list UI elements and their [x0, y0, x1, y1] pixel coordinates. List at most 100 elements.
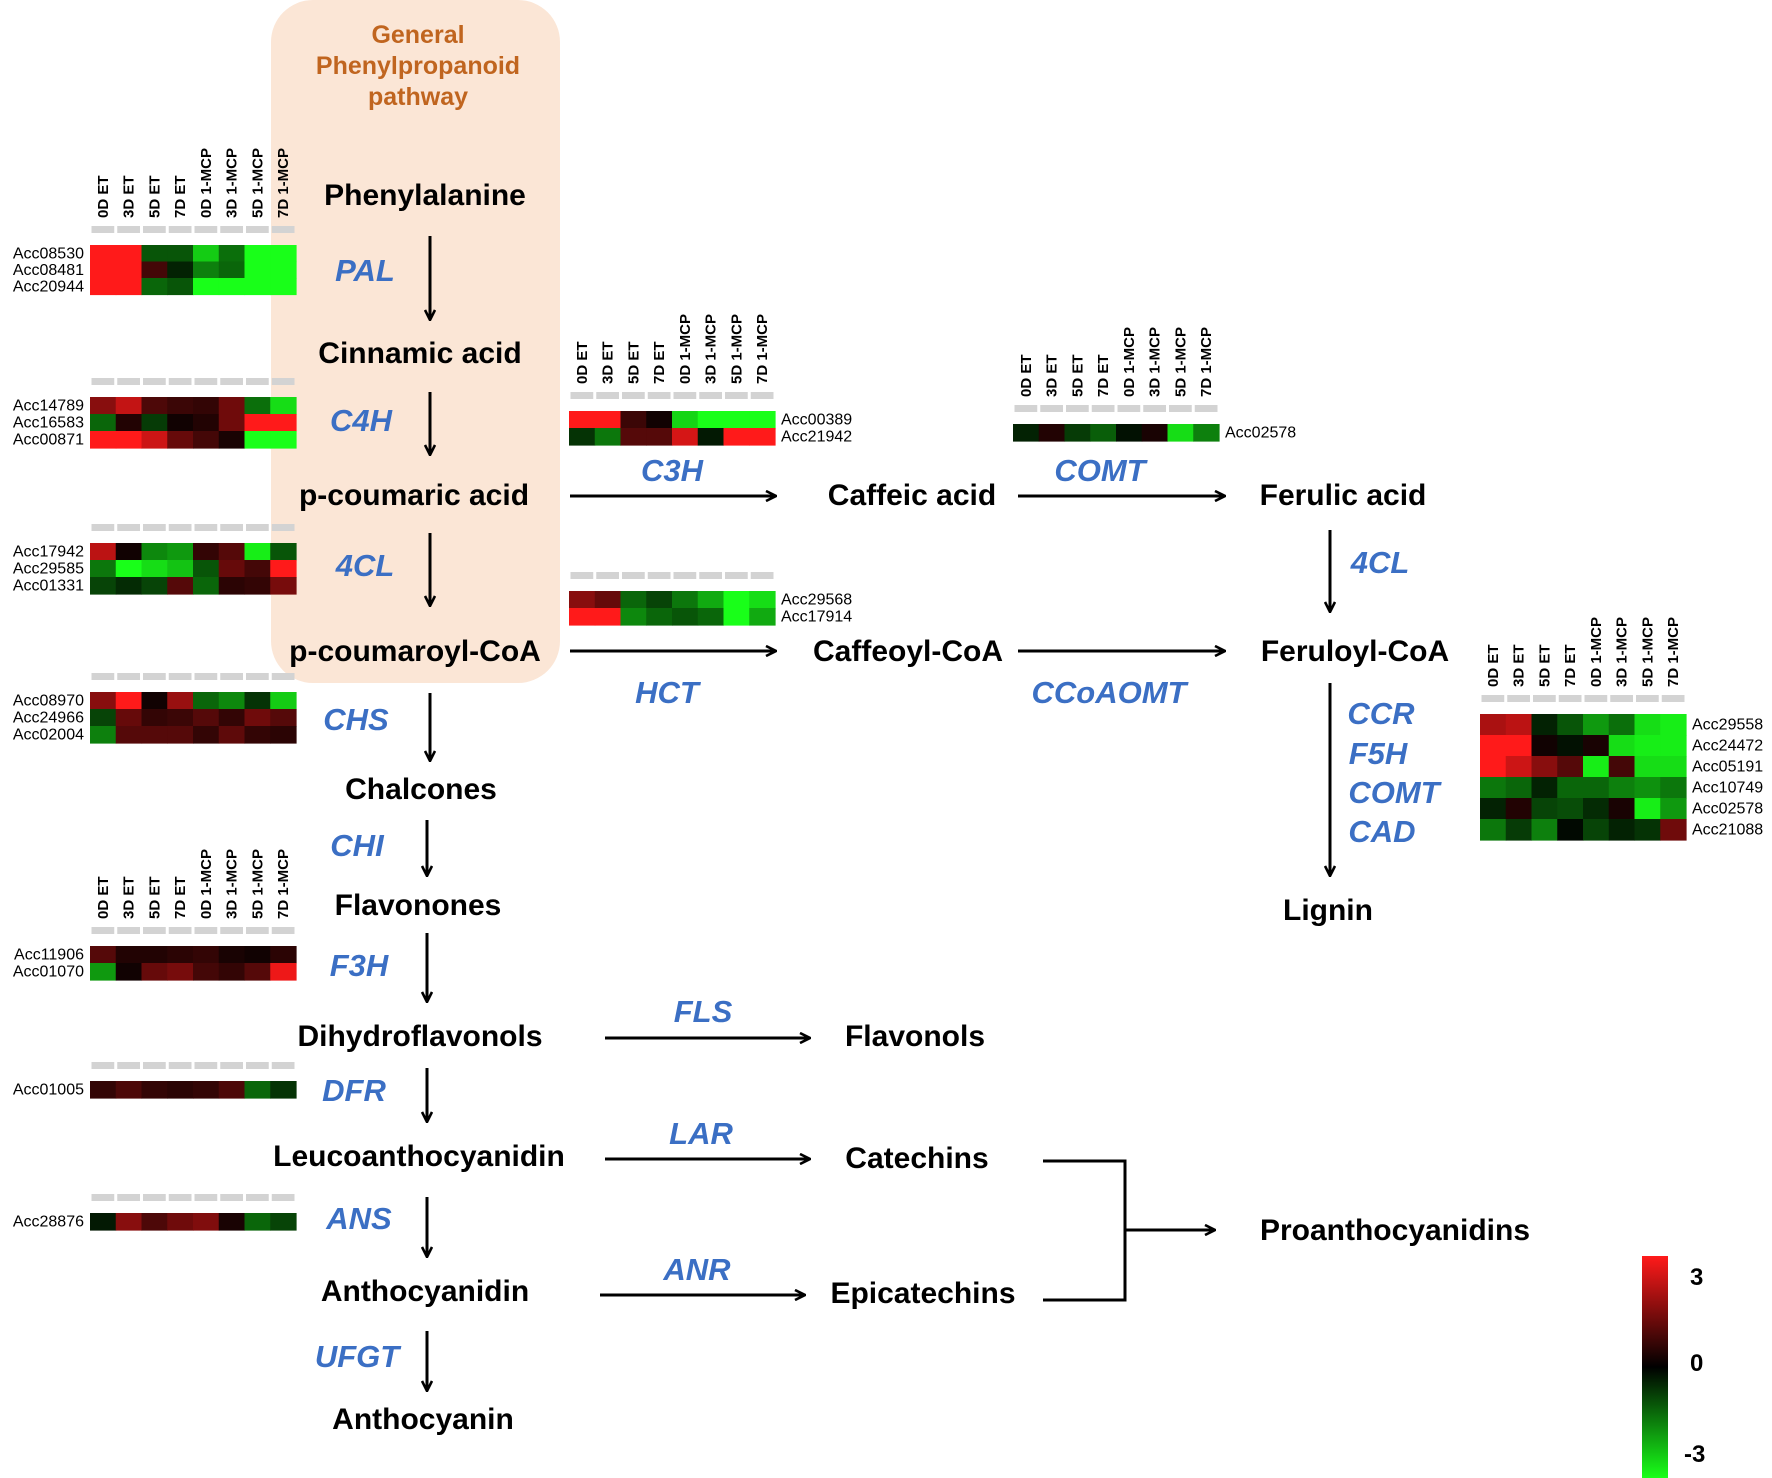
gene-label: Acc29585 — [13, 561, 84, 578]
heatmap-cell — [270, 414, 297, 432]
heatmap-cell — [244, 414, 271, 432]
heatmap-cell — [141, 946, 168, 964]
sample-strip — [220, 1194, 243, 1201]
heatmap-cell — [218, 946, 246, 964]
heatmap-dfr: Acc01005 — [13, 1062, 297, 1099]
compound-proanthocyanidins: Proanthocyanidins — [1260, 1214, 1530, 1247]
heatmap-cell — [620, 591, 647, 609]
sample-strip — [1584, 695, 1608, 702]
heatmap-cell — [1505, 819, 1533, 841]
sample-strip — [1091, 405, 1115, 412]
heatmap-cell — [193, 245, 220, 263]
heatmap-cell — [1608, 714, 1636, 736]
sample-strip — [271, 226, 295, 233]
sample-strip — [271, 927, 295, 934]
sample-strip — [596, 392, 619, 399]
heatmap-cell — [141, 577, 168, 595]
sample-strip — [168, 226, 192, 233]
sample-strip — [1014, 405, 1038, 412]
heatmap-cell — [1660, 798, 1687, 820]
heatmap-cell — [244, 1081, 271, 1099]
heatmap-cell — [167, 946, 194, 964]
sample-strip — [143, 1062, 166, 1069]
enzyme-c3h: C3H — [641, 453, 704, 488]
heatmap-cell — [141, 245, 168, 263]
gene-label: Acc11906 — [14, 947, 84, 964]
heatmap-cell — [167, 397, 194, 415]
sample-strip — [220, 1062, 243, 1069]
heatmap-cell — [1480, 756, 1507, 778]
heatmap-cell — [270, 709, 297, 727]
sample-strip — [246, 1194, 269, 1201]
heatmap-cell — [1608, 735, 1636, 757]
legend-max-label: 3 — [1690, 1264, 1703, 1291]
sample-column-label: 0D ET — [1018, 354, 1035, 397]
sample-strip — [220, 524, 243, 531]
heatmap-cell — [90, 261, 117, 279]
heatmap-cell — [270, 245, 297, 263]
heatmap-cell — [218, 543, 246, 561]
heatmap-cell — [167, 261, 194, 279]
heatmap-cell — [1608, 777, 1636, 799]
sample-column-label: 0D 1-MCP — [1121, 327, 1138, 397]
heatmap-cell — [115, 397, 143, 415]
sample-column-label: 5D 1-MCP — [1172, 327, 1189, 397]
heatmap-cell — [167, 560, 194, 578]
heatmap-cell — [244, 278, 271, 296]
sample-column-label: 3D 1-MCP — [1147, 327, 1164, 397]
sample-column-label: 0D 1-MCP — [198, 849, 215, 919]
gene-label: Acc00871 — [13, 432, 84, 449]
sample-column-label: 0D 1-MCP — [1588, 617, 1605, 687]
sample-strip — [271, 378, 295, 385]
compound-feruloyl-coa: Feruloyl-CoA — [1261, 635, 1449, 668]
compound-caffeoyl-coa: Caffeoyl-CoA — [813, 635, 1003, 668]
heatmap-cell — [90, 543, 117, 561]
heatmap-cell — [167, 245, 194, 263]
sample-column-label: 7D ET — [172, 175, 189, 218]
sample-column-label: 0D ET — [95, 876, 112, 919]
heatmap-cell — [244, 946, 271, 964]
heatmap-cell — [218, 245, 246, 263]
sample-strip — [1507, 695, 1530, 702]
sample-strip — [1610, 695, 1633, 702]
heatmap-cell — [90, 245, 117, 263]
heatmap-cell — [115, 543, 143, 561]
heatmap-cell — [90, 577, 117, 595]
sample-strip — [143, 378, 166, 385]
sample-column-label: 3D 1-MCP — [224, 849, 241, 919]
heatmap-cell — [1583, 798, 1610, 820]
heatmap-cell — [90, 726, 117, 744]
enzyme-4cl-ferulic: 4CL — [1350, 545, 1410, 580]
heatmap-cell — [244, 1213, 271, 1231]
heatmap-cell — [620, 608, 647, 626]
heatmap-cell — [1660, 714, 1687, 736]
sample-column-label: 0D 1-MCP — [677, 314, 694, 384]
heatmap-cell — [90, 397, 117, 415]
sample-strip — [1169, 405, 1192, 412]
bracket-cat-epi — [1043, 1159, 1127, 1302]
heatmap-cell — [244, 543, 271, 561]
heatmap-cell — [569, 608, 596, 626]
compound-catechins: Catechins — [845, 1142, 988, 1175]
compound-dihydroflavonols: Dihydroflavonols — [297, 1020, 542, 1053]
heatmap-cell — [193, 414, 220, 432]
heatmap-cell — [723, 608, 750, 626]
heatmap-cell — [244, 560, 271, 578]
heatmap-cell — [167, 543, 194, 561]
sample-column-label: 3D 1-MCP — [1614, 617, 1631, 687]
heatmap-cell — [244, 726, 271, 744]
sample-strip — [117, 927, 140, 934]
heatmap-cell — [270, 726, 297, 744]
gene-label: Acc24966 — [13, 710, 84, 727]
heatmap-cell — [115, 245, 143, 263]
panel-title-line-2: Phenylpropanoid — [316, 52, 520, 80]
compound-p-coumaric-acid: p-coumaric acid — [299, 479, 529, 512]
sample-strip — [750, 572, 774, 579]
sample-strip — [143, 524, 166, 531]
heatmap-cell — [646, 411, 673, 429]
compound-cinnamic-acid: Cinnamic acid — [318, 337, 521, 370]
heatmap-cell — [1660, 735, 1687, 757]
